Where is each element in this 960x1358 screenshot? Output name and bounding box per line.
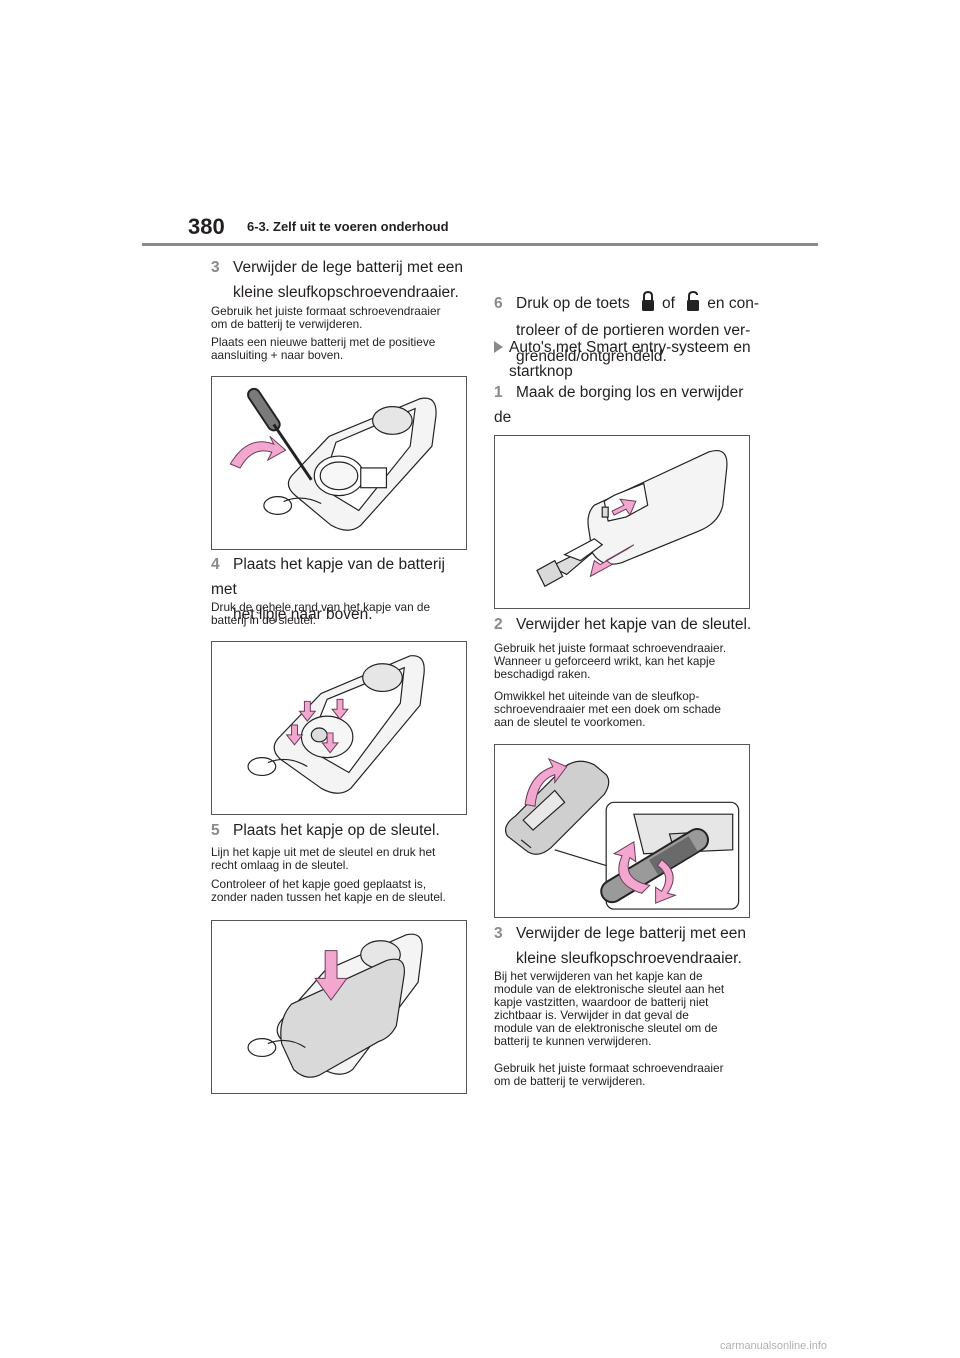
pry-cover-illustration bbox=[505, 757, 740, 910]
figure-pry-cover bbox=[494, 744, 750, 918]
step-text-line2: troleer of de portieren worden ver- bbox=[516, 322, 751, 339]
left-note-3b: Plaats een nieuwe batterij met de positi… bbox=[211, 336, 471, 362]
note-line: Lijn het kapje uit met de sleutel en dru… bbox=[211, 845, 436, 859]
press-down-arrow-icon bbox=[314, 950, 348, 1001]
note-line: aansluiting + naar boven. bbox=[211, 348, 344, 362]
figure-remove-mechanical-key bbox=[494, 435, 750, 609]
right-note-3b: Gebruik het juiste formaat schroevendraa… bbox=[494, 1062, 764, 1088]
key-fob-screwdriver-illustration bbox=[229, 387, 437, 531]
watermark: carmanualsonline.info bbox=[720, 1340, 828, 1352]
right-step-3: 3 Verwijder de lege batterij met een klei… bbox=[494, 921, 764, 971]
push-arrows-icon bbox=[285, 698, 349, 754]
note-line: Controleer of het kapje goed geplaatst i… bbox=[211, 877, 427, 891]
left-note-4: Druk de gehele rand van het kapje van de… bbox=[211, 601, 471, 627]
step-text-line1: Verwijder het kapje van de sleutel. bbox=[516, 616, 752, 633]
note-line: Plaats een nieuwe batterij met de positi… bbox=[211, 335, 436, 349]
pull-out-arrow-icon bbox=[589, 544, 635, 578]
note-line: Gebruik het juiste formaat schroevendraa… bbox=[494, 1061, 724, 1075]
note-line: recht omlaag in de sleutel. bbox=[211, 858, 349, 872]
note-line: schroevendraaier met een doek om schade bbox=[494, 702, 721, 716]
bullet-line2: startknop bbox=[509, 363, 573, 380]
left-note-5a: Lijn het kapje uit met de sleutel en dru… bbox=[211, 846, 471, 872]
figure-remove-battery bbox=[211, 376, 467, 550]
note-line: module van de elektronische sleutel om d… bbox=[494, 1021, 718, 1035]
right-step-6: 6 Druk op de toets of en con- troleer of … bbox=[494, 290, 764, 369]
step-number: 3 bbox=[494, 925, 503, 942]
note-line: Gebruik het juiste formaat schroevendraa… bbox=[211, 304, 441, 318]
left-step-3: 3 Verwijder de lege batterij met een klei… bbox=[211, 255, 471, 305]
cover-on-key-illustration bbox=[247, 933, 423, 1078]
lift-arrow-icon bbox=[524, 757, 568, 807]
step-text-line3: grendeld/ontgrendeld. bbox=[516, 348, 667, 365]
section-title: 6-3. Zelf uit te voeren onderhoud bbox=[247, 219, 449, 234]
step-number: 3 bbox=[211, 259, 220, 276]
page-number: 380 bbox=[188, 214, 225, 239]
step-text-line1: Verwijder de lege batterij met een bbox=[516, 925, 747, 942]
step-number: 5 bbox=[211, 822, 220, 839]
mechanical-key-illustration bbox=[536, 449, 728, 588]
left-note-5b: Controleer of het kapje goed geplaatst i… bbox=[211, 878, 471, 904]
step-text-line2: kleine sleufkopschroevendraaier. bbox=[516, 950, 742, 967]
figure-place-battery-cover bbox=[211, 641, 467, 815]
screwdriver-icon bbox=[247, 387, 313, 481]
release-arrow-icon bbox=[611, 498, 637, 517]
step-number: 4 bbox=[211, 556, 220, 573]
note-line: zichtbaar is. Verwijder in dat geval de bbox=[494, 1008, 689, 1022]
step-number: 1 bbox=[494, 384, 503, 401]
twist-arrow-icon bbox=[655, 858, 677, 904]
note-line: Bij het verwijderen van het kapje kan de bbox=[494, 969, 703, 983]
step-number: 2 bbox=[494, 616, 503, 633]
bullet-triangle-icon bbox=[494, 341, 503, 353]
note-line: om de batterij te verwijderen. bbox=[211, 317, 363, 331]
step-text-line2: kleine sleufkopschroevendraaier. bbox=[233, 284, 459, 301]
step-text-line1: Verwijder de lege batterij met een bbox=[233, 259, 464, 276]
twist-arrow-icon bbox=[612, 841, 651, 894]
note-line: zonder naden tussen het kapje en de sleu… bbox=[211, 890, 446, 904]
rotate-arrow-icon bbox=[229, 435, 287, 469]
note-line: Gebruik het juiste formaat schroevendraa… bbox=[494, 641, 727, 655]
note-line: Omwikkel het uiteinde van de sleufkop- bbox=[494, 689, 700, 703]
left-step-5: 5 Plaats het kapje op de sleutel. bbox=[211, 818, 471, 843]
bullet-smart-entry: Auto's met Smart entry-systeem en startk… bbox=[494, 336, 764, 384]
figure-place-cover-on-key bbox=[211, 920, 467, 1094]
right-note-2a: Gebruik het juiste formaat schroevendraa… bbox=[494, 642, 764, 681]
battery-cover-illustration bbox=[247, 655, 425, 794]
note-line: om de batterij te verwijderen. bbox=[494, 1074, 646, 1088]
note-line: batterij te kunnen verwijderen. bbox=[494, 1034, 652, 1048]
note-line: beschadigd raken. bbox=[494, 667, 591, 681]
right-note-2b: Omwikkel het uiteinde van de sleufkop- s… bbox=[494, 690, 764, 729]
right-step-2: 2 Verwijder het kapje van de sleutel. bbox=[494, 612, 764, 637]
step-number: 6 bbox=[494, 295, 503, 312]
note-line: Druk de gehele rand van het kapje van de bbox=[211, 600, 431, 614]
step-text-line1: Plaats het kapje van de batterij met bbox=[211, 556, 445, 598]
step-text-part: en con- bbox=[707, 295, 759, 312]
step-text-line1: Plaats het kapje op de sleutel. bbox=[233, 822, 440, 839]
note-line: kapje vastzitten, waardoor de batterij n… bbox=[494, 995, 709, 1009]
step-text-line1: Maak de borging los en verwijder de bbox=[494, 384, 744, 426]
unlock-icon bbox=[687, 290, 700, 311]
note-line: Wanneer u geforceerd wrikt, kan het kapj… bbox=[494, 654, 716, 668]
step-text-line2: het lipje naar boven. bbox=[233, 606, 373, 623]
step-text-part: of bbox=[662, 295, 675, 312]
bullet-line1: Auto's met Smart entry-systeem en bbox=[509, 339, 751, 356]
note-line: aan de sleutel te voorkomen. bbox=[494, 715, 646, 729]
note-line: module van de elektronische sleutel aan … bbox=[494, 982, 725, 996]
step-text-part: Druk op de toets bbox=[516, 295, 630, 312]
lock-icon bbox=[642, 290, 655, 311]
note-line: batterij in de sleutel. bbox=[211, 613, 316, 627]
header-divider bbox=[142, 243, 818, 246]
right-note-3a: Bij het verwijderen van het kapje kan de… bbox=[494, 970, 764, 1048]
left-note-3a: Gebruik het juiste formaat schroevendraa… bbox=[211, 305, 471, 331]
